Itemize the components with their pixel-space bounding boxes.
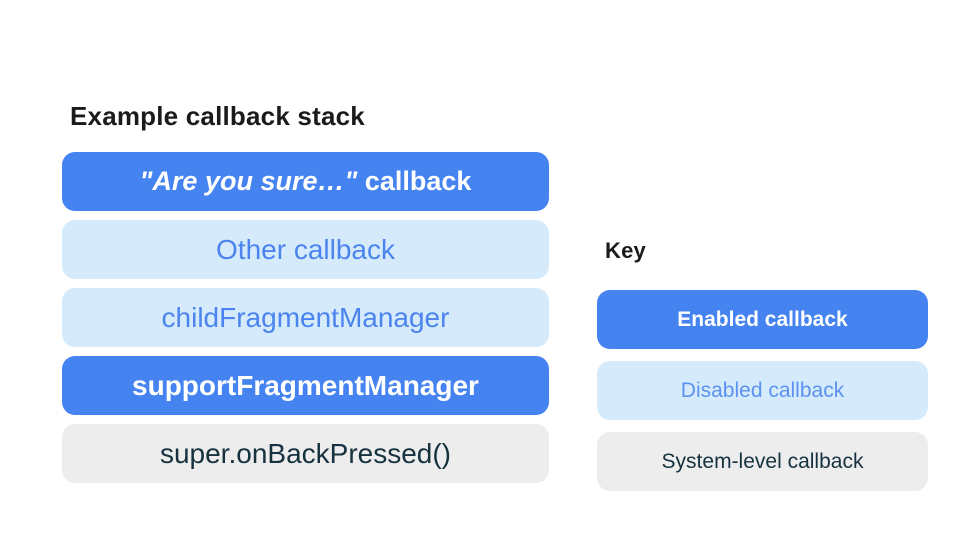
key-item-enabled-callback: Enabled callback <box>597 290 928 349</box>
callback-bar-label: supportFragmentManager <box>132 369 479 401</box>
key-item-label: Enabled callback <box>677 307 848 331</box>
callback-bar-label: "Are you sure…" callback <box>140 166 472 197</box>
callback-bar-label-rest: callback <box>357 166 472 196</box>
stack-title: Example callback stack <box>70 101 365 131</box>
key-item-disabled-callback: Disabled callback <box>597 361 928 420</box>
key-item-label: System-level callback <box>661 449 864 473</box>
callback-bar-label: Other callback <box>216 233 395 265</box>
callback-bar-label-quote: "Are you sure…" <box>139 166 358 196</box>
callback-bar-label: super.onBackPressed() <box>159 437 452 469</box>
callback-bar-support-fragment-manager: supportFragmentManager <box>62 356 549 415</box>
key-item-label: Disabled callback <box>680 378 845 402</box>
key-title: Key <box>605 238 646 263</box>
callback-bar-are-you-sure: "Are you sure…" callback <box>62 152 549 211</box>
callback-bar-other: Other callback <box>62 220 549 279</box>
callback-bar-child-fragment-manager: childFragmentManager <box>62 288 549 347</box>
callback-bar-label: childFragmentManager <box>161 301 450 333</box>
callback-bar-super-on-back-pressed: super.onBackPressed() <box>62 424 549 483</box>
key-item-system-level-callback: System-level callback <box>597 432 928 491</box>
